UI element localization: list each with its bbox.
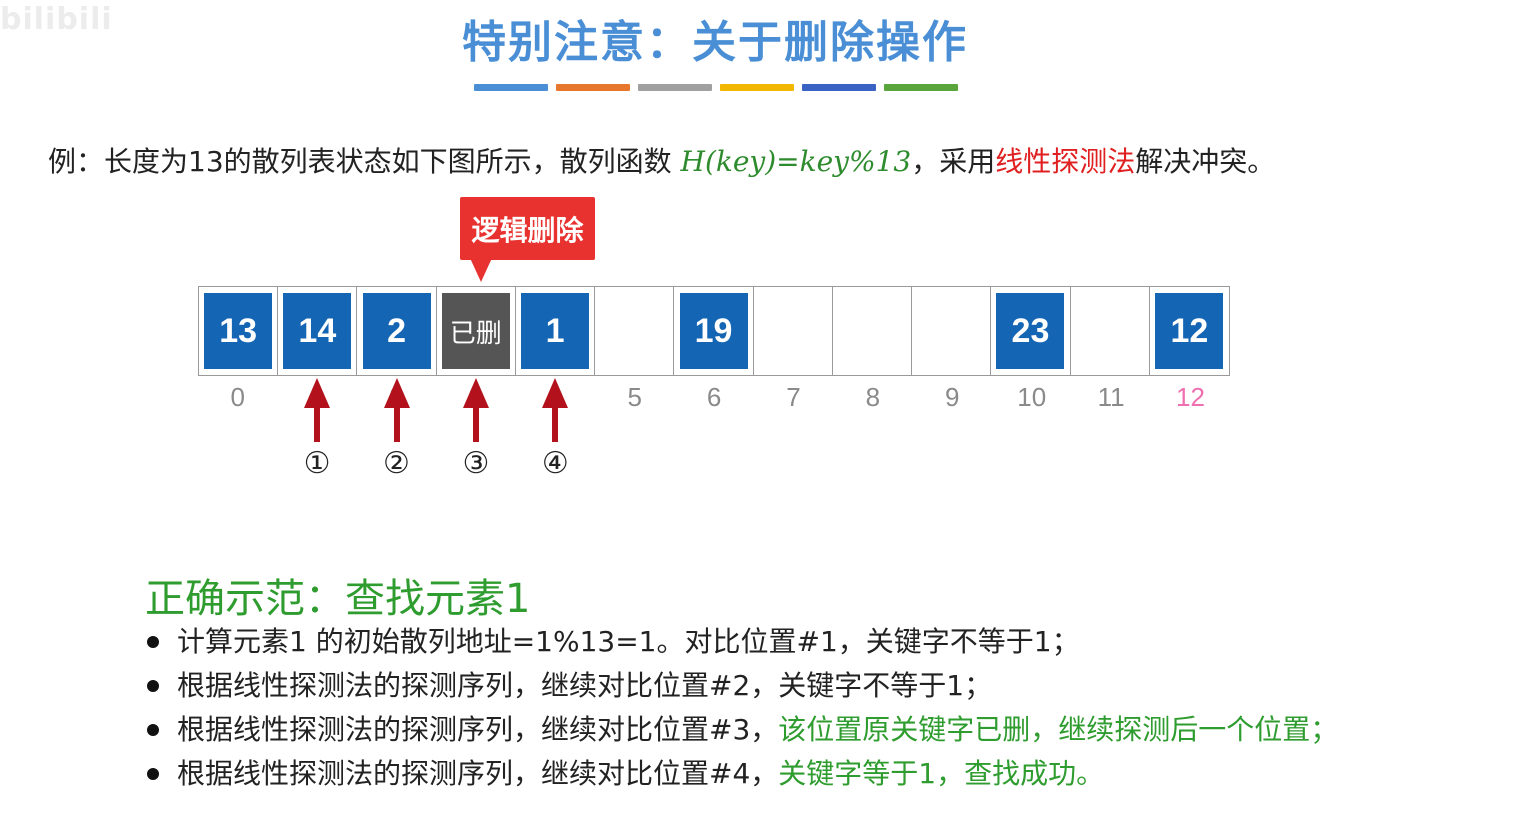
color-bar — [884, 84, 958, 91]
example-suffix: 解决冲突。 — [1135, 145, 1276, 178]
logical-delete-callout: 逻辑删除 — [460, 197, 595, 260]
probe-method: 线性探测法 — [995, 145, 1136, 178]
slot-value: 13 — [204, 293, 273, 369]
table-slot: 2 — [357, 287, 437, 375]
slot-value: 已删 — [441, 293, 510, 369]
color-bar — [720, 84, 794, 91]
slot-index: 8 — [865, 382, 881, 412]
step-text: 根据线性探测法的探测序列，继续对比位置#2，关键字不等于1； — [177, 669, 993, 702]
table-slot: 14 — [278, 287, 358, 375]
step-text: 根据线性探测法的探测序列，继续对比位置#4， — [177, 757, 779, 790]
step-highlight: 关键字等于1，查找成功。 — [778, 757, 1105, 790]
slot-value: 2 — [362, 293, 431, 369]
slot-index: 9 — [945, 382, 960, 412]
step-text: 根据线性探测法的探测序列，继续对比位置#3， — [177, 713, 779, 746]
slot-index: 12 — [1176, 382, 1205, 412]
list-item: 根据线性探测法的探测序列，继续对比位置#3，该位置原关键字已删，继续探测后一个位… — [145, 708, 1338, 752]
table-slot: 23 — [991, 287, 1071, 375]
example-prefix: 例：长度为13的散列表状态如下图所示，散列函数 — [48, 145, 681, 178]
slot-index: 5 — [627, 382, 642, 412]
slot-value: 19 — [679, 293, 748, 369]
table-slot: 1 — [516, 287, 596, 375]
step-text: 计算元素1 的初始散列地址=1%13=1。对比位置#1，关键字不等于1； — [177, 625, 1080, 658]
table-slot — [595, 287, 675, 375]
example-statement: 例：长度为13的散列表状态如下图所示，散列函数 H(key)=key%13，采用… — [48, 140, 1275, 180]
probe-step-number: ② — [383, 446, 410, 481]
slot-index: 7 — [786, 382, 801, 412]
list-item: 计算元素1 的初始散列地址=1%13=1。对比位置#1，关键字不等于1； — [145, 620, 1338, 664]
slot-value: 23 — [996, 293, 1065, 369]
list-item: 根据线性探测法的探测序列，继续对比位置#4，关键字等于1，查找成功。 — [145, 752, 1338, 796]
slot-value: 12 — [1155, 293, 1224, 369]
color-bar — [474, 84, 548, 91]
bullet-icon — [147, 724, 159, 736]
watermark: bilibili — [0, 2, 113, 37]
up-arrow-icon — [462, 378, 489, 442]
slot-index: 6 — [706, 382, 722, 412]
hash-formula: H(key)=key%13 — [680, 145, 912, 178]
slot-value: 14 — [283, 293, 352, 369]
table-slot: 13 — [199, 287, 279, 375]
probe-step-number: ③ — [462, 446, 490, 481]
slide-title: 特别注意：关于删除操作 — [462, 17, 968, 68]
probe-step-number: ④ — [541, 446, 569, 481]
up-arrow-icon — [542, 378, 569, 442]
color-bar — [556, 84, 630, 91]
example-middle: ，采用 — [911, 145, 996, 178]
bullet-icon — [147, 768, 159, 780]
table-slot — [754, 287, 833, 375]
bullet-icon — [147, 680, 159, 692]
table-slot: 12 — [1150, 287, 1229, 375]
table-slot: 已删 — [437, 287, 516, 375]
up-arrow-icon — [304, 378, 331, 442]
probe-step-number: ① — [303, 446, 331, 481]
list-item: 根据线性探测法的探测序列，继续对比位置#2，关键字不等于1； — [145, 664, 1338, 708]
bullet-icon — [147, 636, 159, 648]
table-slot: 19 — [674, 287, 754, 375]
slot-index: 11 — [1097, 382, 1125, 412]
correct-demo-steps: 计算元素1 的初始散列地址=1%13=1。对比位置#1，关键字不等于1； 根据线性… — [145, 620, 1338, 796]
table-slot — [912, 287, 992, 375]
table-slot — [1071, 287, 1150, 375]
color-bar — [638, 84, 712, 91]
correct-demo-title: 正确示范：查找元素1 — [145, 576, 531, 622]
title-color-bars — [474, 84, 958, 91]
slot-index: 10 — [1017, 382, 1047, 412]
up-arrow-icon — [383, 378, 410, 442]
callout-pointer — [470, 258, 492, 282]
slot-index: 0 — [230, 382, 245, 412]
color-bar — [802, 84, 876, 91]
step-highlight: 该位置原关键字已删，继续探测后一个位置； — [778, 713, 1339, 746]
table-slot — [833, 287, 913, 375]
slot-value: 1 — [521, 293, 590, 369]
